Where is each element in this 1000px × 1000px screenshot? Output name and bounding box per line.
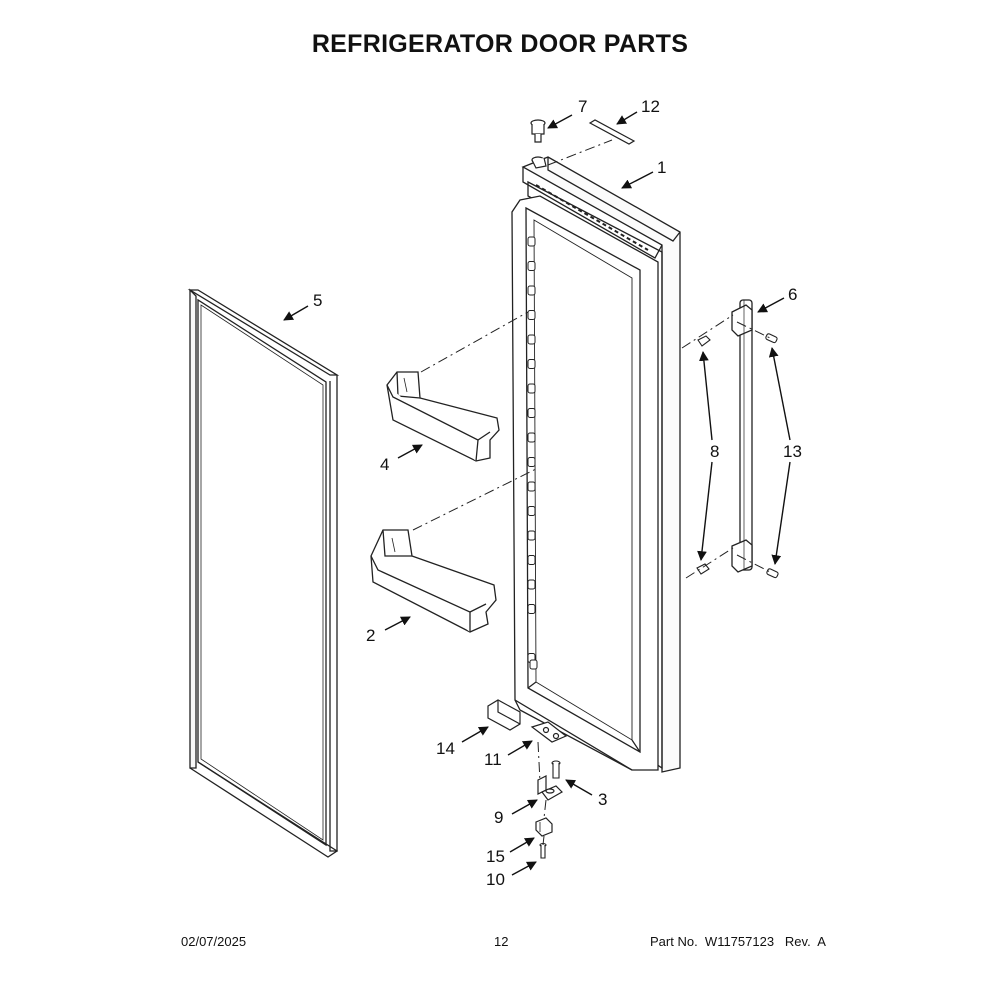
- door-gasket: [187, 288, 340, 858]
- bottom-hinge-plate: [530, 721, 568, 743]
- hinge-screw: [551, 760, 561, 779]
- shelf-holder-knob: [529, 659, 538, 670]
- callout-10: 10: [486, 870, 505, 889]
- shelf-holder-knob: [527, 408, 536, 418]
- bottom-hinge-bracket: [537, 775, 563, 801]
- callout-2: 2: [366, 626, 375, 645]
- shelf-holder-knob: [527, 285, 536, 296]
- callout-1: 1: [657, 158, 666, 177]
- callout-3: 3: [598, 790, 607, 809]
- callout-5: 5: [313, 291, 322, 310]
- footer-part-number: Part No. W11757123 Rev. A: [650, 934, 826, 949]
- bottom-hinge-screw: [539, 842, 547, 859]
- shelf-holder-knob: [527, 579, 536, 590]
- handle-mount-screw: [696, 335, 711, 575]
- shelf-holder-knob: [527, 604, 536, 614]
- shelf-holder-knob: [527, 310, 536, 320]
- hinge-spacer: [535, 817, 553, 837]
- shelf-holder-knob: [527, 481, 536, 492]
- shelf-holder-knobs: [527, 236, 538, 670]
- bottom-hinge-cover: [487, 699, 521, 731]
- footer-date: 02/07/2025: [181, 934, 247, 949]
- shelf-holder-knob: [527, 383, 536, 394]
- page-title: REFRIGERATOR DOOR PARTS: [311, 30, 689, 58]
- shelf-holder-knob: [527, 236, 536, 247]
- shelf-holder-knob: [527, 530, 536, 541]
- callout-6: 6: [788, 285, 797, 304]
- shelf-holder-knob: [527, 555, 536, 565]
- shelf-holder-knob: [527, 506, 536, 516]
- explode-lines: [412, 139, 773, 846]
- callout-4: 4: [380, 455, 389, 474]
- callout-7: 7: [578, 97, 587, 116]
- top-hinge-pin: [530, 119, 547, 169]
- footer-page-number: 12: [494, 934, 509, 949]
- callout-11: 11: [484, 750, 502, 769]
- callout-9: 9: [494, 808, 503, 827]
- upper-door-bin: [386, 371, 500, 462]
- callout-8: 8: [710, 442, 719, 461]
- callout-12: 12: [641, 97, 660, 116]
- shelf-holder-knob: [527, 334, 536, 345]
- door-handle: [731, 299, 753, 573]
- lower-door-bin: [370, 529, 497, 633]
- shelf-holder-knob: [527, 432, 536, 443]
- shelf-holder-knob: [527, 359, 536, 369]
- callout-15: 15: [486, 847, 505, 866]
- shelf-holder-knob: [527, 261, 536, 271]
- callout-13: 13: [783, 442, 802, 461]
- callout-arrows: [283, 111, 791, 876]
- callout-14: 14: [436, 739, 455, 758]
- part-label: Part No.: [650, 934, 698, 949]
- rev-value: A: [817, 934, 826, 949]
- part-number: W11757123: [704, 934, 775, 949]
- shelf-holder-knob: [527, 457, 536, 467]
- top-trim-strip: [588, 119, 636, 145]
- rev-label: Rev.: [784, 934, 811, 949]
- refrigerator-door: [511, 156, 681, 773]
